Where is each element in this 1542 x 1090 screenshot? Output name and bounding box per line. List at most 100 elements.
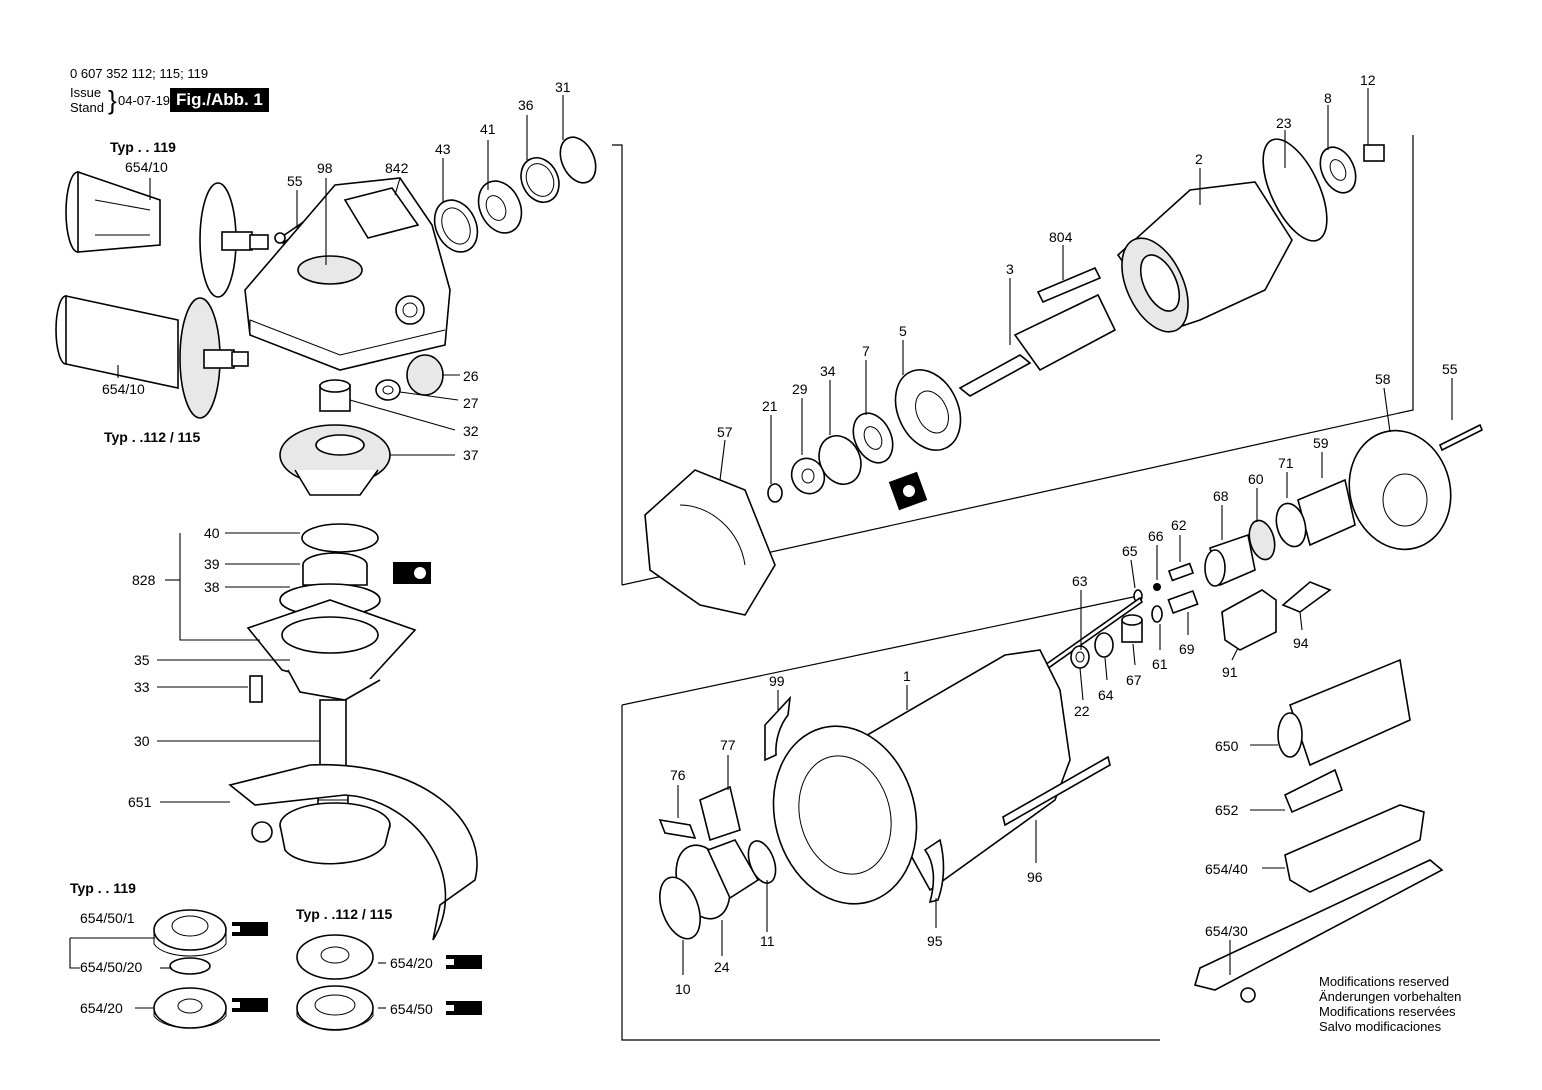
bearing-flange-35 xyxy=(246,599,417,701)
washer-29 xyxy=(790,457,826,495)
lower-frame-top xyxy=(621,595,1139,706)
callout-654-40: 654/40 xyxy=(1205,861,1248,877)
nut-26 xyxy=(406,354,444,396)
callout-11: 11 xyxy=(760,933,775,949)
callout-34: 34 xyxy=(820,363,836,379)
callout-95: 95 xyxy=(927,933,943,949)
o-ring-23 xyxy=(1262,138,1328,242)
group-typ-112-115-bottom: Typ . .112 / 115 xyxy=(296,906,392,922)
lever-91 xyxy=(1221,589,1277,651)
callout-654-50-20: 654/50/20 xyxy=(80,959,142,975)
tool-icon-654-20-left xyxy=(232,998,268,1012)
flange-654-20-right xyxy=(296,934,374,980)
callout-37: 37 xyxy=(463,447,479,463)
lower-frame xyxy=(621,705,1160,1041)
callout-67: 67 xyxy=(1126,672,1142,688)
callout-652: 652 xyxy=(1215,802,1239,818)
cylinder-5 xyxy=(894,369,962,451)
washer-654-50-20 xyxy=(169,957,211,975)
callout-65: 65 xyxy=(1122,543,1138,559)
leader-lines xyxy=(69,88,1453,1009)
callout-3: 3 xyxy=(1006,261,1014,277)
callout-654-30: 654/30 xyxy=(1205,923,1248,939)
callout-29: 29 xyxy=(792,381,808,397)
callout-66: 66 xyxy=(1148,528,1164,544)
callout-36: 36 xyxy=(518,97,534,113)
callout-35: 35 xyxy=(134,652,150,668)
callout-804: 804 xyxy=(1049,229,1073,245)
flange-654-20-left xyxy=(153,987,227,1029)
washer-22 xyxy=(1070,645,1090,669)
callout-55-a: 55 xyxy=(287,173,303,189)
notice-line-2: Änderungen vorbehalten xyxy=(1319,989,1462,1004)
group-typ-112-115-left: Typ . .112 / 115 xyxy=(104,429,200,445)
callout-30: 30 xyxy=(134,733,150,749)
callout-33: 33 xyxy=(134,679,150,695)
callout-5: 5 xyxy=(899,323,907,339)
gear-housing xyxy=(244,177,451,371)
callout-91: 91 xyxy=(1222,664,1238,680)
circlip-40 xyxy=(301,523,379,553)
callout-71: 71 xyxy=(1278,455,1294,471)
callout-650: 650 xyxy=(1215,738,1239,754)
o-ring-11 xyxy=(747,840,777,884)
clamp-77 xyxy=(699,785,741,842)
callout-68: 68 xyxy=(1213,488,1229,504)
callout-10: 10 xyxy=(675,981,691,997)
bevel-gear-37 xyxy=(279,424,391,496)
screw-33 xyxy=(249,675,263,703)
tool-icon-654-50-right xyxy=(446,1001,482,1015)
notice-line-1: Modifications reserved xyxy=(1319,974,1450,989)
tool-icon-bearing-7 xyxy=(888,471,928,511)
callout-651: 651 xyxy=(128,794,152,810)
side-handle-112-115 xyxy=(55,295,249,419)
bracket-glyph: } xyxy=(108,85,117,115)
callout-654-20-b: 654/20 xyxy=(390,955,433,971)
callout-23: 23 xyxy=(1276,115,1292,131)
callout-96: 96 xyxy=(1027,869,1043,885)
callout-654-50: 654/50 xyxy=(390,1001,433,1017)
callout-99: 99 xyxy=(769,673,785,689)
callout-76: 76 xyxy=(670,767,686,783)
callout-842: 842 xyxy=(385,160,409,176)
callout-77: 77 xyxy=(720,737,736,753)
callout-12: 12 xyxy=(1360,72,1376,88)
spring-69 xyxy=(1167,589,1199,615)
callout-828: 828 xyxy=(132,572,156,588)
nut-27 xyxy=(375,379,401,401)
rear-cover-58 xyxy=(1348,429,1452,551)
callout-2: 2 xyxy=(1195,151,1203,167)
callout-654-50-1: 654/50/1 xyxy=(80,910,135,926)
side-handle-119 xyxy=(65,170,269,298)
callout-24: 24 xyxy=(714,959,730,975)
issue-date: 04-07-19 xyxy=(118,93,171,108)
o-ring-71 xyxy=(1275,502,1307,548)
callout-62: 62 xyxy=(1171,517,1187,533)
tool-icon-654-20-right xyxy=(446,955,482,969)
figure-badge: Fig./Abb. 1 xyxy=(170,88,269,112)
hose-nipple-652 xyxy=(1283,768,1343,814)
flange-654-50-1 xyxy=(153,909,227,957)
label-96 xyxy=(1002,755,1111,827)
motor-housing-1 xyxy=(772,649,1071,905)
callout-38: 38 xyxy=(204,579,220,595)
part-numbers: 0 607 352 112; 115; 119 xyxy=(70,66,209,81)
callout-39: 39 xyxy=(204,556,220,572)
callout-55-b: 55 xyxy=(1442,361,1458,377)
tool-icon-828 xyxy=(393,562,431,584)
plate-94 xyxy=(1281,581,1332,613)
o-ring-64 xyxy=(1094,632,1114,658)
notice-line-4: Salvo modificaciones xyxy=(1319,1019,1442,1034)
callout-94: 94 xyxy=(1293,635,1309,651)
callout-27: 27 xyxy=(463,395,479,411)
washer-21 xyxy=(767,483,783,503)
callout-61: 61 xyxy=(1152,656,1168,672)
upper-frame-right xyxy=(621,135,1414,586)
callout-41: 41 xyxy=(480,121,496,137)
callout-64: 64 xyxy=(1098,687,1114,703)
callout-60: 60 xyxy=(1248,471,1264,487)
seal-95 xyxy=(923,838,945,904)
plug-12 xyxy=(1363,144,1385,162)
stand-label: Stand xyxy=(70,100,104,115)
